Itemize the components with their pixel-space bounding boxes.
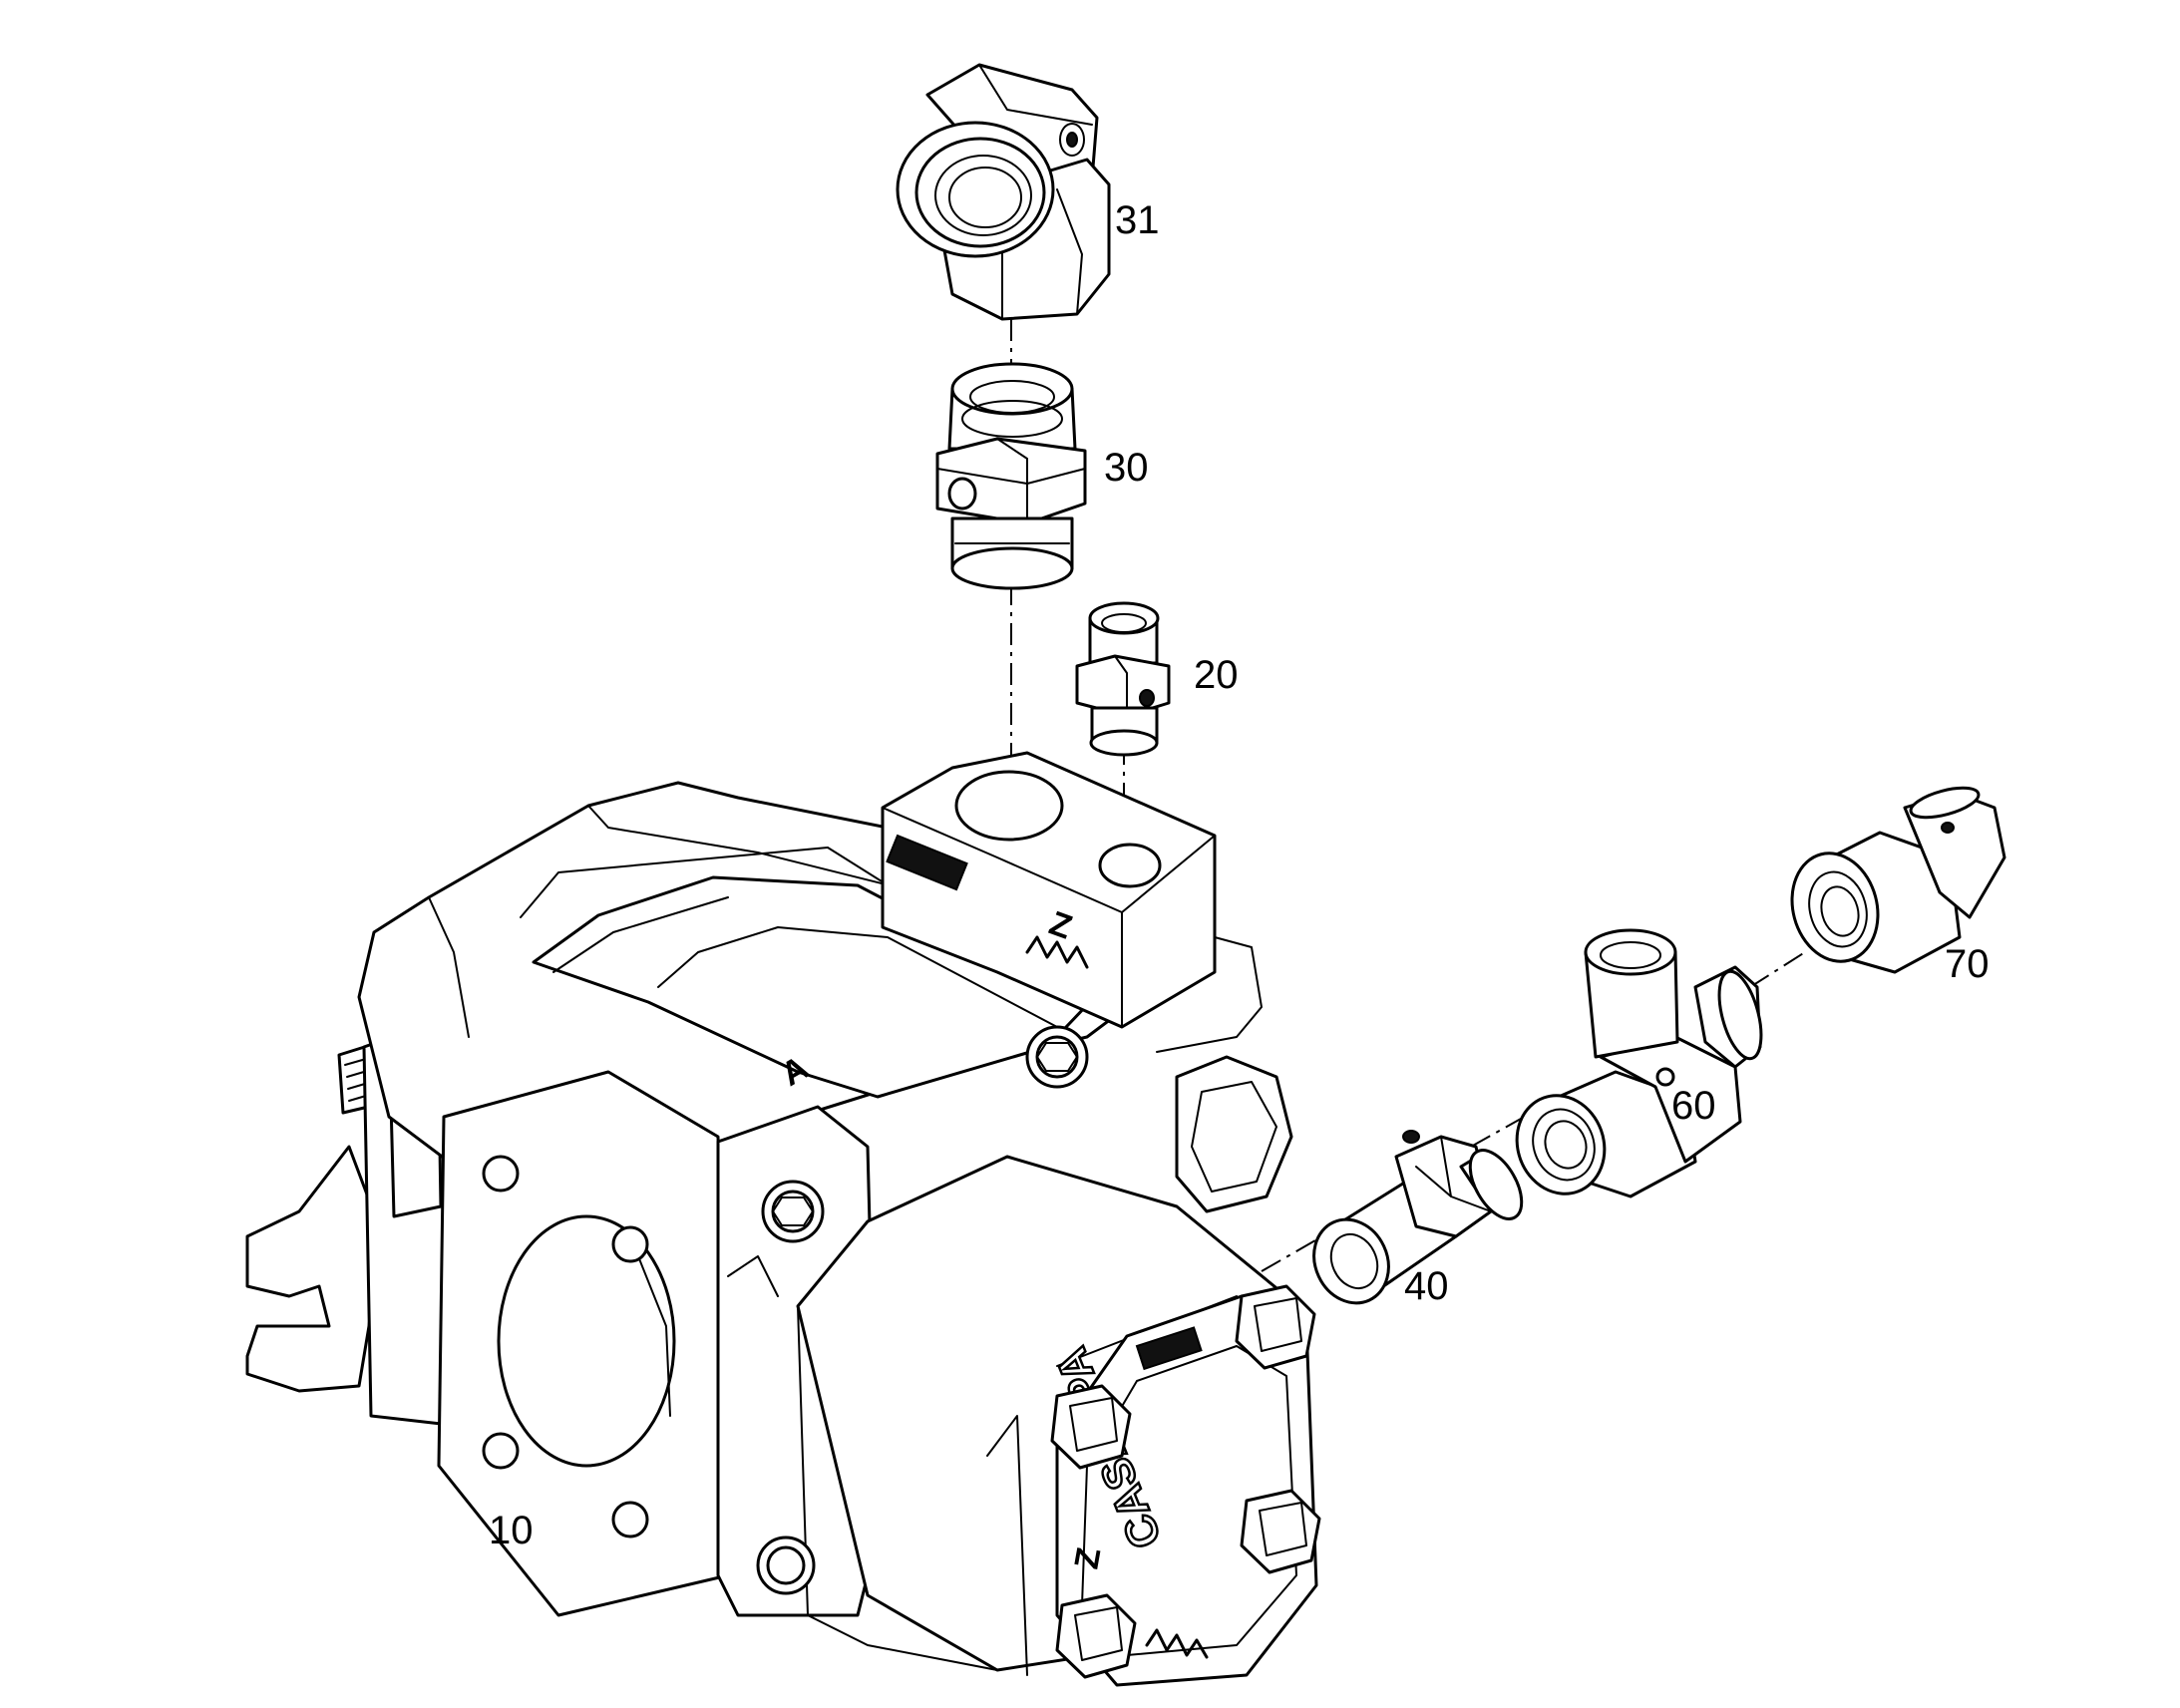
straight-connector [1312,1130,1524,1305]
rotation-arrow-cover [1145,1628,1209,1659]
centerline-60-70 [1749,951,1806,988]
flange-bolt-hole [482,1155,520,1193]
centerline-40-60 [1470,1118,1522,1148]
straight-adapter [935,362,1087,590]
tee-fitting [1515,928,1763,1198]
side-hex-plug [1175,1055,1293,1213]
hex-plug [756,1536,816,1595]
hex-plug [1025,1025,1089,1089]
callout-31: 31 [1115,198,1160,242]
callout-20: 20 [1194,653,1239,697]
callouts: 10 20 30 31 40 60 70 [489,198,1990,1552]
flange-bolt-hole [482,1432,520,1470]
rotation-arrow-top [1025,935,1089,969]
cover-bolt [1055,1593,1137,1679]
cover-bolt [1235,1284,1316,1370]
cover-bolt [1240,1489,1321,1574]
valve-cover [532,875,1089,1099]
brand-plate-top [886,834,968,891]
angle-fitting [1790,786,2006,974]
callout-10: 10 [489,1509,534,1552]
callout-30: 30 [1104,446,1149,490]
brand-plate-cover [1135,1326,1203,1371]
port-opening-small [1098,843,1162,888]
callout-70: 70 [1945,942,1990,986]
flange-bolt-hole [611,1225,649,1263]
small-adapter [1075,601,1171,757]
mounting-bracket [245,1145,381,1393]
hex-plug [761,1180,825,1243]
callout-40: 40 [1404,1264,1449,1308]
port-opening-large [954,770,1064,842]
cover-bolt [1050,1384,1132,1470]
pump-assembly: A [245,751,1321,1687]
elbow-fitting [896,63,1111,321]
flange-bore [497,1214,676,1468]
callout-60: 60 [1671,1084,1716,1128]
flange-bolt-hole [611,1501,649,1538]
